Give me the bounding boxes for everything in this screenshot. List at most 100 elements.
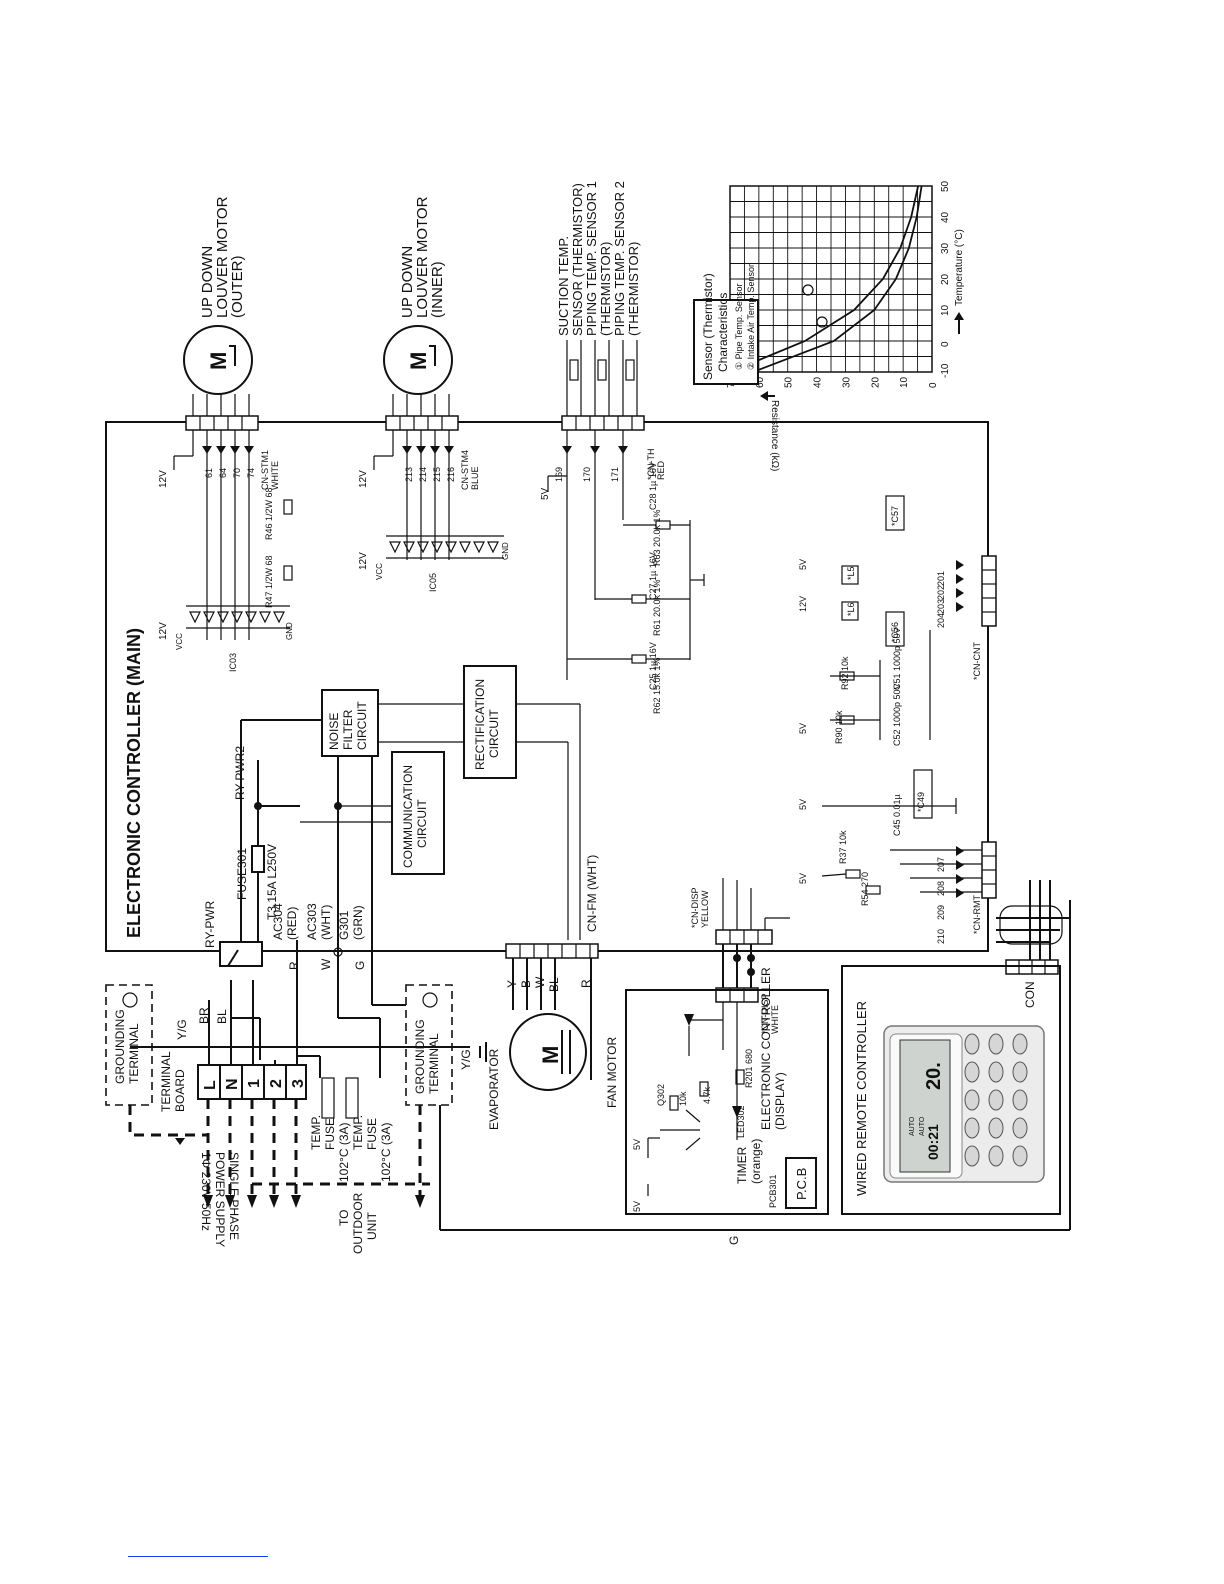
display-ctrl-1: ELECTRONIC CONTROLLER xyxy=(759,967,773,1130)
terminal-3: 3 xyxy=(290,1079,307,1088)
stm4-12v: 12V xyxy=(358,470,369,488)
th-net-1: 169 xyxy=(554,467,564,482)
cnt-12v: 12V xyxy=(798,596,808,612)
temp-fuse-2-a: TEMP. xyxy=(351,1115,365,1150)
fan-motor-label: FAN MOTOR xyxy=(605,1037,619,1108)
rmt-net-4: 210 xyxy=(936,929,946,944)
c56-label: *C56 xyxy=(890,622,900,642)
remote-button xyxy=(988,1089,1004,1111)
disp-5v-2: 5V xyxy=(632,1201,642,1212)
louver-inner-l3: (INNER) xyxy=(429,261,446,318)
gt-top-2: TERMINAL xyxy=(127,1023,141,1084)
ac304-2: (RED) xyxy=(285,907,299,940)
stm1-net-1: 61 xyxy=(204,468,214,478)
remote-button xyxy=(964,1145,980,1167)
th-net-2: 170 xyxy=(582,467,592,482)
pcb-ref: PCB301 xyxy=(768,1174,778,1208)
rectification-2: CIRCUIT xyxy=(487,709,501,758)
fan-wire-w: W xyxy=(533,976,547,988)
remote-button xyxy=(1012,1117,1028,1139)
louver-outer-l1: UP DOWN xyxy=(199,246,216,318)
louver-outer-l3: (OUTER) xyxy=(229,256,246,319)
stm1-net-3: 70 xyxy=(232,468,242,478)
ac303-1: AC303 xyxy=(305,903,319,940)
th-5v: 5V xyxy=(540,487,551,500)
r61-label: R61 20.0k 1% xyxy=(652,579,662,636)
ic03-label: IC03 xyxy=(228,653,238,672)
cn-disp-y-2: YELLOW xyxy=(700,890,710,928)
remote-button xyxy=(964,1033,980,1055)
remote-clock: 00:21 xyxy=(925,1124,941,1160)
cn-disp-y-1: *CN-DISP xyxy=(690,887,700,928)
r62-label: R62 15.0k 1% xyxy=(652,657,662,714)
gt-bot-2: TERMINAL xyxy=(427,1033,441,1094)
r63-label: R63 20.0k 1% xyxy=(652,509,662,566)
chart-y-tick: 60 xyxy=(755,376,766,388)
temp-fuse-1-b: FUSE xyxy=(323,1118,337,1150)
rectification-box: RECTIFICATION CIRCUIT xyxy=(463,665,581,940)
chart-x-tick: -10 xyxy=(940,363,951,378)
terminal-1: 1 xyxy=(246,1079,263,1088)
sensor-l1: SUCTION TEMP. xyxy=(556,236,571,336)
chart-y-tick: 20 xyxy=(870,376,881,388)
chart-y-tick: 0 xyxy=(928,382,939,388)
rmt-net-1: 207 xyxy=(936,857,946,872)
chart-title-1: Sensor (Thermistor) xyxy=(701,273,715,380)
cn-rmt-label: *CN-RMT xyxy=(972,895,982,934)
rmt-net-2: 208 xyxy=(936,881,946,896)
sensor-block: SUCTION TEMP. SENSOR (THERMISTOR) PIPING… xyxy=(540,181,705,714)
remote-button xyxy=(988,1061,1004,1083)
fan-wire-r: R xyxy=(579,979,593,988)
communication-1: COMMUNICATION xyxy=(401,765,415,868)
rmt-5v-2: 5V xyxy=(798,799,808,810)
remote-button xyxy=(988,1145,1004,1167)
stm4-net-4: 216 xyxy=(446,467,456,482)
ic03-gnd: GND xyxy=(285,622,294,640)
stm1-label-2: WHITE xyxy=(270,461,280,490)
noise-filter-2: FILTER xyxy=(341,709,355,750)
remote-button xyxy=(964,1117,980,1139)
chart-series-1 xyxy=(752,185,923,373)
noise-filter-1: NOISE xyxy=(327,713,341,750)
temp-fuse-2-b: FUSE xyxy=(365,1118,379,1150)
grounding-terminal-bottom-box xyxy=(405,984,453,1106)
c51-label: C51 1000p 50V xyxy=(892,627,902,690)
stm1-net-2: 64 xyxy=(218,468,228,478)
chart-title-2: Characteristics xyxy=(716,293,730,372)
q302-r2: 4.7k xyxy=(702,1086,712,1104)
chart-y-tick: 30 xyxy=(841,376,852,388)
cnt-net-2: 202 xyxy=(936,585,946,600)
g301-2: (GRN) xyxy=(351,905,365,940)
fuse-rating: T3.15A L250V xyxy=(265,844,279,920)
cnt-net-3: 203 xyxy=(936,599,946,614)
louver-motor-outer: M UP DOWN LOUVER MOTOR (OUTER) xyxy=(183,196,259,431)
q302-r1: 10k xyxy=(678,1091,688,1106)
fan-wire-bl: BL xyxy=(547,977,561,992)
l6-label: *L6 xyxy=(846,602,856,616)
chart-x-tick: 40 xyxy=(940,211,951,223)
sensor-l3: PIPING TEMP. SENSOR 1 xyxy=(584,181,599,336)
louver-inner-m: M xyxy=(406,352,431,370)
terminal-board-1: TERMINAL xyxy=(159,1051,173,1112)
cnt-5v-2: 5V xyxy=(798,723,808,734)
temp-fuse-1-a: TEMP. xyxy=(309,1115,323,1150)
con-label: CON xyxy=(1023,981,1037,1008)
temp-fuse-1-c: 102°C (3A) xyxy=(337,1123,351,1183)
c49-label: *C49 xyxy=(916,792,926,812)
r37-label: R37 10k xyxy=(838,830,848,864)
stm1-wiring: 12V 61 64 70 74 CN-STM1 WHITE R46 1/2W 6… xyxy=(158,430,294,672)
remote-button xyxy=(1012,1033,1028,1055)
wire-g: G xyxy=(353,961,367,970)
ic05-label: IC05 xyxy=(428,573,438,592)
chart-x-tick: 10 xyxy=(940,304,951,316)
remote-button xyxy=(964,1089,980,1111)
louver-inner-l2: LOUVER MOTOR xyxy=(414,196,431,318)
remote-button xyxy=(1012,1089,1028,1111)
louver-inner-l1: UP DOWN xyxy=(399,246,416,318)
sensor-chart-grid xyxy=(729,185,933,373)
chart-xlabel: Temperature (°C) xyxy=(954,229,965,306)
terminal-board: L N 1 2 3 xyxy=(197,1064,307,1100)
remote-fan: AUTO xyxy=(919,1116,926,1136)
ic03-12v: 12V xyxy=(158,622,169,640)
